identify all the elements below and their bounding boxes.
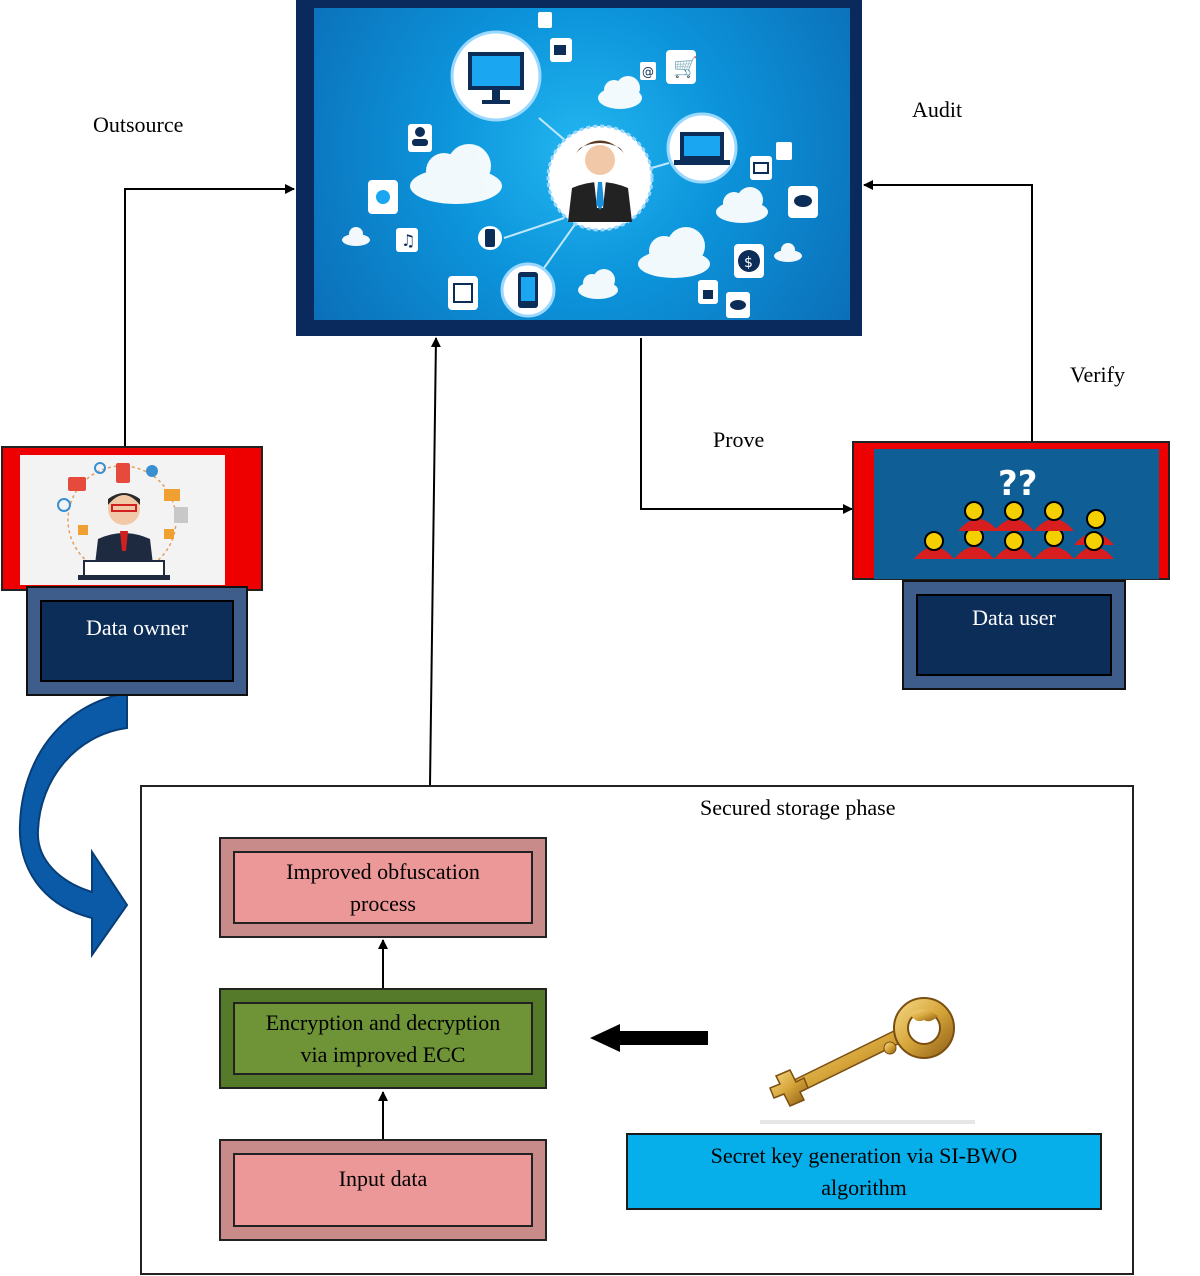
- cart-icon: [666, 50, 696, 84]
- svg-text:🛒: 🛒: [673, 55, 698, 79]
- cloud-network-illustration: ♫ 🛒 @ $: [314, 8, 850, 320]
- cloud-icon: [774, 243, 802, 262]
- storage-to-cloud-arrow: [429, 337, 441, 786]
- encryption-line2: via improved ECC: [300, 1041, 466, 1067]
- data-owner-image-frame: [1, 446, 263, 591]
- secured-storage-phase-title: Secured storage phase: [700, 795, 896, 820]
- person-icon: [546, 124, 654, 232]
- secret-key-line2: algorithm: [821, 1174, 907, 1200]
- input-data-box: Input data: [219, 1139, 547, 1241]
- svg-text:♫: ♫: [401, 231, 415, 250]
- cloud-icon: [638, 227, 710, 278]
- svg-text:??: ??: [998, 464, 1037, 504]
- encryption-line1: Encryption and decryption: [265, 1009, 501, 1035]
- encryption-decryption-box: Encryption and decryption via improved E…: [219, 988, 547, 1089]
- cloud-icon: [716, 187, 768, 223]
- data-owner-box: Data owner: [26, 586, 248, 696]
- map-icon: [448, 276, 478, 310]
- music-icon: [396, 228, 418, 252]
- data-user-label: Data user: [916, 594, 1112, 676]
- cloud-icon: [410, 144, 502, 204]
- curved-blue-arrow: [18, 691, 129, 959]
- improved-obfuscation-line1: Improved obfuscation: [286, 858, 480, 884]
- cloud-network-graphic: ♫ 🛒 @ $: [342, 12, 818, 318]
- data-user-box: Data user: [902, 580, 1126, 690]
- secret-key-generation-box: Secret key generation via SI-BWO algorit…: [626, 1133, 1102, 1210]
- secured-storage-phase-container: [140, 785, 1134, 1275]
- golden-key-icon: [760, 997, 975, 1124]
- improved-obfuscation-box: Improved obfuscation process: [219, 837, 547, 938]
- speaker-icon: [776, 142, 792, 160]
- at-icon: [640, 62, 656, 80]
- secret-key-line1: Secret key generation via SI-BWO: [710, 1142, 1018, 1168]
- cloud-icon: [598, 76, 642, 109]
- cloud-server-panel: ♫ 🛒 @ $: [296, 0, 862, 336]
- phone-icon: [500, 262, 556, 318]
- data-user-image-frame: ??: [852, 441, 1170, 580]
- verify-label: Verify: [1070, 362, 1125, 387]
- svg-text:@: @: [642, 65, 654, 79]
- cloud-icon: [342, 227, 370, 246]
- search-icon: [538, 12, 552, 28]
- monitor-icon: [450, 30, 542, 122]
- cloud-icon: [578, 269, 618, 299]
- small-phone-icon: [478, 226, 502, 250]
- prove-label: Prove: [713, 427, 765, 452]
- audit-label: Audit: [912, 97, 963, 122]
- audit-arrow: [863, 180, 1033, 443]
- outsource-arrow: [124, 184, 295, 447]
- improved-obfuscation-line2: process: [350, 890, 416, 916]
- svg-text:$: $: [744, 255, 753, 271]
- developer-at-laptop-icon: [20, 455, 225, 585]
- prove-arrow: [640, 338, 853, 514]
- outsource-label: Outsource: [93, 112, 184, 137]
- data-owner-label: Data owner: [40, 600, 234, 682]
- laptop-icon: [666, 112, 738, 184]
- input-data-label: Input data: [233, 1153, 533, 1227]
- group-of-users-question-icon: ??: [874, 449, 1159, 579]
